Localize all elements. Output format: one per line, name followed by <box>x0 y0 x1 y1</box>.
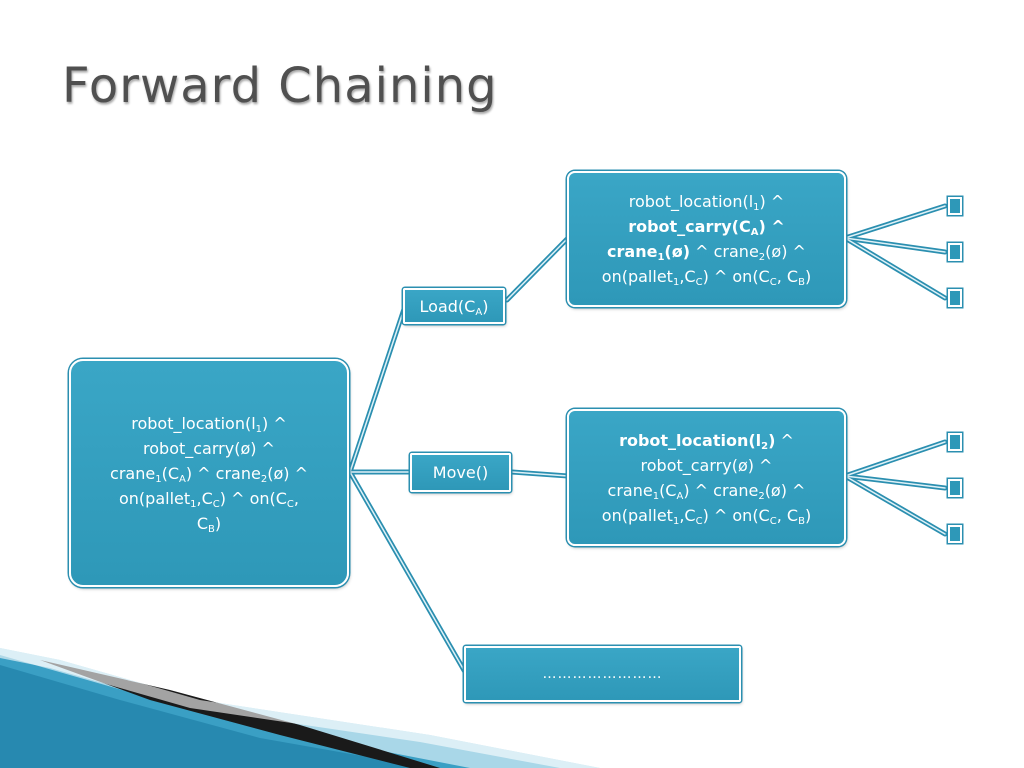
move-leaf-1 <box>948 433 962 451</box>
ellipsis-label: …………………… <box>542 665 663 682</box>
load-result-state-text: robot_location(l1) ^ robot_carry(CA) ^ c… <box>601 192 812 288</box>
root-state-node: robot_location(l1) ^ robot_carry(ø) ^ cr… <box>69 359 349 587</box>
move-result-state-node: robot_location(l2) ^ robot_carry(ø) ^ cr… <box>567 409 846 546</box>
load-action-node: Load(CA) <box>403 288 505 324</box>
root-line-4: on(pallet <box>118 488 191 508</box>
load-leaf-3 <box>948 289 962 307</box>
root-line-1: robot_location(l <box>131 413 256 433</box>
root-line-3: crane <box>110 463 156 483</box>
move-action-node: Move() <box>410 453 511 492</box>
load-leaf-2 <box>948 243 962 261</box>
edges <box>347 203 948 675</box>
decorative-swoosh <box>0 648 600 768</box>
load-result-state-node: robot_location(l1) ^ robot_carry(CA) ^ c… <box>567 171 846 307</box>
page-title: Forward Chaining <box>62 58 498 114</box>
ellipsis-node: …………………… <box>464 646 741 702</box>
root-line-5: C <box>196 513 209 533</box>
root-line-2: robot_carry(ø) ^ <box>143 438 275 458</box>
move-leaf-3 <box>948 525 962 543</box>
load-action-label: Load(CA) <box>419 296 489 318</box>
move-action-label: Move() <box>432 463 489 482</box>
root-state-text: robot_location(l1) ^ robot_carry(ø) ^ cr… <box>110 413 308 535</box>
move-result-state-text: robot_location(l2) ^ robot_carry(ø) ^ cr… <box>601 430 812 527</box>
load-leaf-1 <box>948 197 962 215</box>
move-leaf-2 <box>948 479 962 497</box>
